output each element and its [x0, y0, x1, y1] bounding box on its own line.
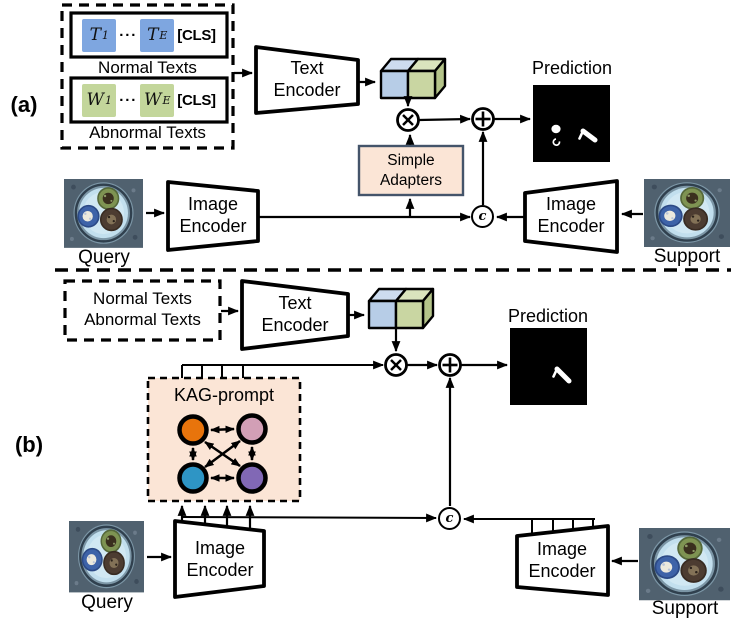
concat-icon: c: [438, 507, 461, 530]
panel-a-shapes: [60, 3, 731, 254]
panel-a-label: (a): [10, 91, 38, 117]
anomaly-highlight-b: [552, 366, 572, 384]
text-encoder-b-shape: [240, 279, 350, 351]
prompt-box-b: [63, 279, 222, 342]
add-icon: [471, 107, 495, 131]
kag-node-teal: [177, 462, 209, 494]
kag-prompt-label: KAG-prompt: [173, 385, 275, 406]
prediction-a-label: Prediction: [531, 58, 613, 79]
anomaly-highlight-a: [551, 124, 598, 147]
token-w1-letter: W: [86, 90, 104, 110]
image-encoder-support-a-shape: [523, 179, 619, 254]
text-encoder-a-shape: [254, 45, 360, 115]
multiply-icon: [384, 353, 408, 377]
image-encoder-query-a-shape: [166, 180, 260, 252]
support-b-label: Support: [651, 598, 719, 620]
simple-adapters-box: [357, 144, 465, 197]
token-we-letter: W: [143, 90, 162, 110]
query-feature-line-b: [181, 513, 438, 523]
kag-graph-edges: [189, 425, 256, 482]
concat-glyph: c: [478, 209, 487, 224]
query-image-a: [62, 177, 145, 250]
prompt-box-b-text: Normal Texts Abnormal Texts: [68, 285, 217, 335]
add-icon: [438, 353, 462, 377]
text-feature-cubes-a: [379, 57, 447, 100]
ellipsis: ···: [119, 26, 138, 44]
image-encoder-query-b-shape: [173, 519, 266, 599]
panel-b-label: (b): [14, 431, 44, 457]
token-te-subscript: E: [159, 28, 168, 42]
ellipsis: ···: [119, 91, 138, 109]
text-encoder-a-label: Text Encoder: [273, 58, 341, 100]
text-feature-cubes-b: [367, 287, 435, 330]
multiply-icon: [396, 108, 420, 132]
image-encoder-query-a-label: Image Encoder: [179, 194, 247, 236]
prompt-box-b-line2: Abnormal Texts: [84, 310, 201, 329]
concat-icon: c: [471, 205, 494, 228]
query-a-label: Query: [78, 247, 130, 269]
support-a-label: Support: [653, 246, 721, 268]
kag-node-pink: [236, 413, 268, 445]
support-image-b: [637, 526, 731, 602]
token-te-letter: T: [147, 25, 159, 45]
image-encoder-support-b-shape: [515, 524, 610, 597]
token-t1-letter: T: [89, 25, 101, 45]
support-image-a: [642, 177, 731, 249]
arrow-multiply-to-add-a: [418, 114, 472, 124]
prediction-map-a: [533, 85, 610, 162]
image-encoder-support-b-label: Image Encoder: [528, 539, 596, 581]
query-b-label: Query: [81, 592, 133, 614]
normal-texts-caption: Normal Texts: [98, 57, 197, 77]
prediction-b-label: Prediction: [507, 306, 589, 327]
simple-adapters-label: Simple Adapters: [379, 151, 443, 189]
image-encoder-query-b-label: Image Encoder: [186, 538, 254, 580]
prediction-map-b: [510, 328, 587, 405]
concat-glyph: c: [445, 511, 454, 526]
query-image-b: [67, 519, 146, 594]
kag-node-orange: [177, 414, 209, 446]
token-we-subscript: E: [162, 93, 171, 107]
abnormal-texts-caption: Abnormal Texts: [89, 122, 206, 142]
prompt-box-b-line1: Normal Texts: [93, 289, 192, 309]
prompt-group-box-a: [60, 3, 235, 150]
text-encoder-b-label: Text Encoder: [261, 293, 329, 335]
panel-b-shapes: [63, 279, 731, 602]
token-t1-subscript: 1: [101, 28, 109, 42]
cls-token-label: [CLS]: [177, 26, 216, 44]
cls-token-label: [CLS]: [177, 91, 216, 109]
image-encoder-support-a-label: Image Encoder: [537, 194, 605, 236]
kag-node-purple: [236, 462, 268, 494]
token-w1-subscript: 1: [104, 93, 112, 107]
